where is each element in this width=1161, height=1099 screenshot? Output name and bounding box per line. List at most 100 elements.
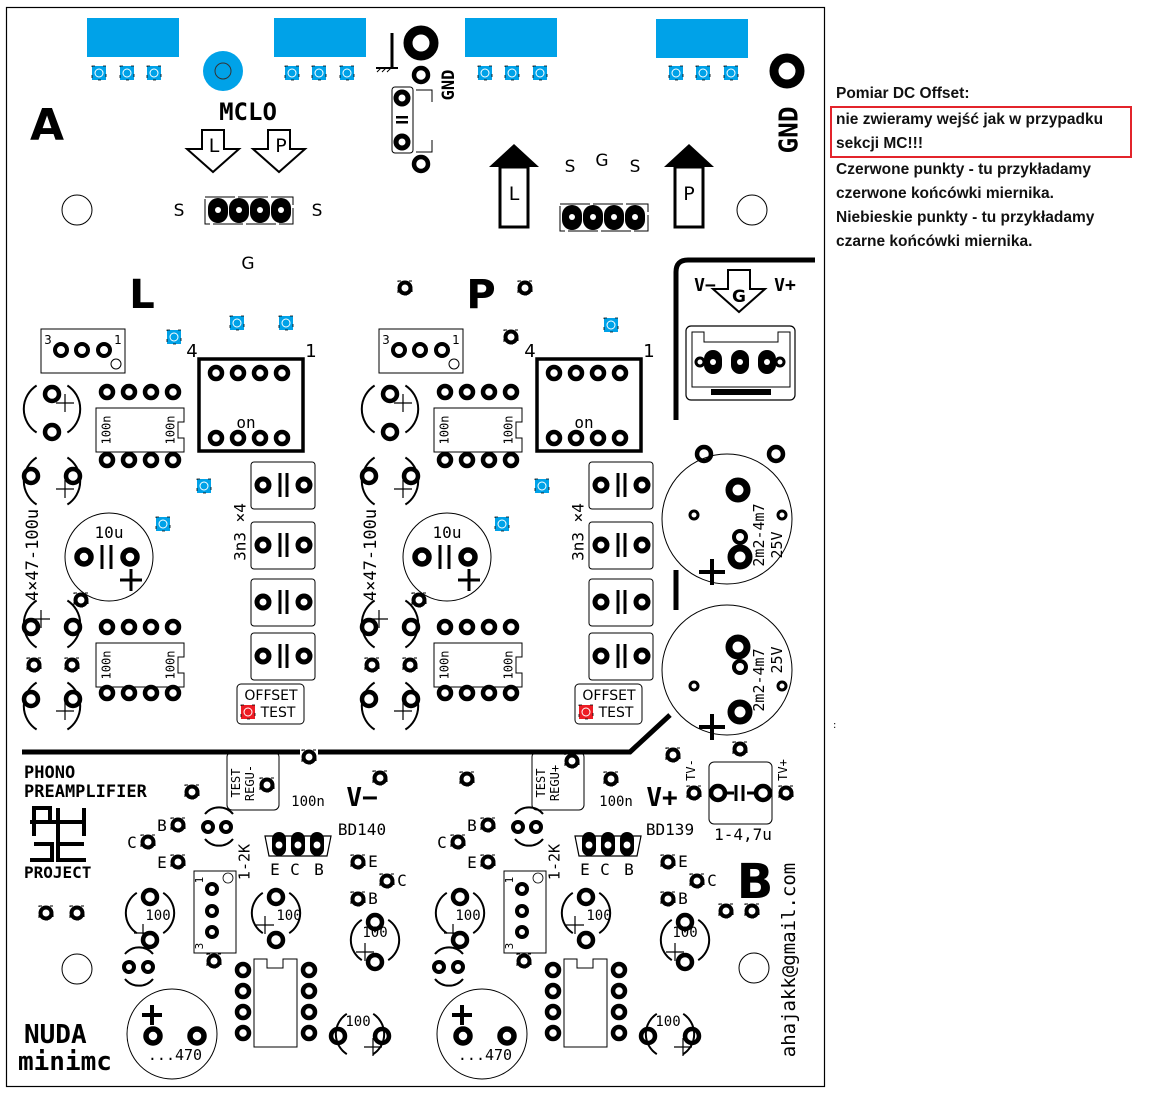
through-hole-pad <box>611 429 629 447</box>
through-hole-pad <box>295 593 313 611</box>
big-cap-value: 2m2-4m7 <box>750 648 768 711</box>
through-hole-pad <box>96 342 112 358</box>
through-hole-pad <box>401 466 421 486</box>
electrolytic-capacitor <box>124 887 176 950</box>
red-test-pad <box>240 704 256 720</box>
arrow-up-l-icon <box>489 144 539 229</box>
bd139-label: BD139 <box>646 820 694 839</box>
electrolytic-capacitor <box>21 681 83 731</box>
v-plus-label: V+ <box>774 275 796 296</box>
through-hole-pad <box>251 429 269 447</box>
through-hole-pad <box>610 982 628 1000</box>
pin-label: E <box>157 853 167 872</box>
trimmer-3pin <box>378 328 464 374</box>
through-hole-pad <box>544 961 562 979</box>
electrolytic-capacitor <box>21 599 83 649</box>
electrolytic-capacitor <box>560 887 612 950</box>
trimmer-1-2k <box>193 870 237 954</box>
s-label: S <box>565 157 576 177</box>
through-hole-pad <box>380 422 400 442</box>
silk-label: on <box>574 413 593 432</box>
through-hole-pad <box>633 593 651 611</box>
test-label: TEST <box>229 769 243 798</box>
silk-label: E <box>270 860 280 879</box>
silk-label: 100n <box>164 651 178 680</box>
capacitor-10u <box>64 512 154 602</box>
through-hole-pad <box>682 1026 702 1046</box>
v-minus-label: V− <box>346 783 377 813</box>
through-hole-pad <box>502 383 520 401</box>
through-hole-pad <box>273 429 291 447</box>
cap-1-4-7u-label: 1-4,7u <box>714 825 772 844</box>
v-minus-label: V− <box>694 275 716 296</box>
through-hole-pad <box>545 364 563 382</box>
electrolytic-capacitor <box>359 599 421 649</box>
through-hole-pad <box>497 1026 517 1046</box>
through-hole-pad <box>234 982 252 1000</box>
through-hole-pad <box>638 1026 658 1046</box>
silk-label: 100 <box>276 908 301 924</box>
arrow-l-label: L <box>209 135 220 157</box>
through-hole-pad <box>589 364 607 382</box>
section-b-label: B <box>737 854 774 910</box>
through-hole-pad <box>529 820 543 834</box>
through-hole-pad <box>576 887 596 907</box>
email-label: ahajakk@gmail.com <box>778 863 800 1057</box>
silk-label: 1 <box>452 333 460 347</box>
big-cap-voltage: 25V <box>768 531 786 558</box>
project-logo-icon <box>30 806 86 862</box>
arrow-down-p-icon <box>250 129 308 174</box>
through-hole-pad <box>480 451 498 469</box>
power-connector <box>685 325 796 401</box>
through-hole-pad <box>207 429 225 447</box>
nuda-label: NUDA <box>24 1020 87 1050</box>
silk-label: 100n <box>502 651 516 680</box>
capacitor-470 <box>436 988 528 1080</box>
through-hole-pad <box>201 820 215 834</box>
through-hole-pad <box>229 364 247 382</box>
through-hole-pad <box>205 904 219 918</box>
through-hole-pad <box>300 982 318 1000</box>
through-hole-pad <box>328 1026 348 1046</box>
silk-label: 1 <box>305 341 316 362</box>
header-4pin-left <box>204 196 294 225</box>
through-hole-pad <box>359 689 379 709</box>
through-hole-pad <box>545 429 563 447</box>
relay-dip <box>535 357 643 453</box>
through-hole-pad <box>365 952 385 972</box>
regu-minus-label: REGU- <box>243 765 257 801</box>
silk-label: TEST <box>260 705 296 721</box>
through-hole-pad <box>515 904 529 918</box>
through-hole-pad <box>576 930 596 950</box>
tv-capacitor <box>708 761 773 825</box>
test-label: TEST <box>534 769 548 798</box>
through-hole-pad <box>458 451 476 469</box>
through-hole-pad <box>544 1024 562 1042</box>
through-hole-pad <box>120 383 138 401</box>
pin-label: C <box>437 833 447 852</box>
through-hole-pad <box>544 1003 562 1021</box>
through-hole-pad <box>141 960 155 974</box>
film-capacitor-3n3 <box>250 521 316 570</box>
g-label: G <box>595 151 608 171</box>
pin-label: E <box>368 852 378 871</box>
through-hole-pad <box>592 536 610 554</box>
electrolytic-capacitor <box>359 681 421 731</box>
pin-label: E <box>467 853 477 872</box>
silk-label: 100 <box>455 908 480 924</box>
through-hole-pad <box>142 451 160 469</box>
through-hole-pad <box>592 476 610 494</box>
through-hole-pad <box>365 912 385 932</box>
through-hole-pad <box>295 476 313 494</box>
through-hole-pad <box>21 466 41 486</box>
silk-label: 3 <box>503 943 516 950</box>
through-hole-pad <box>21 689 41 709</box>
electrolytic-capacitor <box>659 912 711 972</box>
through-hole-pad <box>458 618 476 636</box>
silk-label: on <box>236 413 255 432</box>
cap-100n-label: 100n <box>291 794 325 810</box>
